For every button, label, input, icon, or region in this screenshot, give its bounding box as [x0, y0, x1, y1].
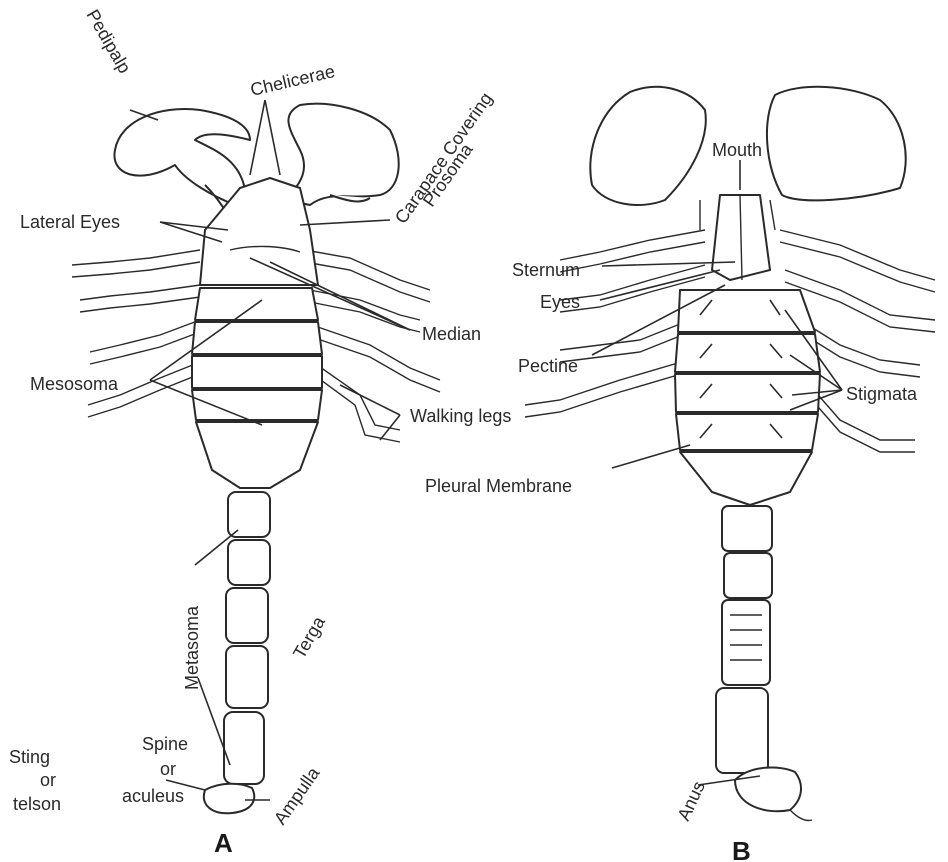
panel-label-a: A: [214, 828, 233, 858]
figure-b-metasoma-segments: [716, 506, 772, 773]
figure-a-scorpion-dorsal: Pedipalp Chelicerae Carapace Covering Pr…: [9, 6, 511, 858]
label-sting-line2: or: [40, 770, 56, 790]
figure-a-mesosoma-segments: [192, 288, 322, 488]
label-chelicerae: Chelicerae: [248, 61, 336, 100]
label-walking-legs: Walking legs: [410, 406, 511, 426]
label-anus: Anus: [673, 778, 708, 824]
label-mesosoma: Mesosoma: [30, 374, 119, 394]
label-median: Median: [422, 324, 481, 344]
label-spine-line2: or: [160, 759, 176, 779]
label-lateral-eyes: Lateral Eyes: [20, 212, 120, 232]
figure-b-telson: [735, 767, 801, 811]
label-stigmata: Stigmata: [846, 384, 918, 404]
figure-a-telson: [204, 784, 254, 814]
label-ampulla: Ampulla: [270, 763, 324, 829]
label-pleural-membrane: Pleural Membrane: [425, 476, 572, 496]
label-sting-line3: telson: [13, 794, 61, 814]
label-terga: Terga: [289, 612, 329, 662]
label-pedipalp: Pedipalp: [83, 6, 135, 77]
label-eyes: Eyes: [540, 292, 580, 312]
label-mouth: Mouth: [712, 140, 762, 160]
label-carapace-line1: Carapace Covering: [391, 89, 496, 228]
label-metasoma: Metasoma: [182, 605, 202, 690]
panel-label-b: B: [732, 836, 751, 862]
label-spine-line1: Spine: [142, 734, 188, 754]
label-pectine: Pectine: [518, 356, 578, 376]
label-sternum: Sternum: [512, 260, 580, 280]
figure-b-mesosoma-segments: [675, 290, 820, 505]
label-sting-line1: Sting: [9, 747, 50, 767]
label-spine-line3: aculeus: [122, 786, 184, 806]
figure-b-scorpion-ventral: Mouth Sternum Eyes Pectine Stigmata Pleu…: [425, 87, 935, 862]
